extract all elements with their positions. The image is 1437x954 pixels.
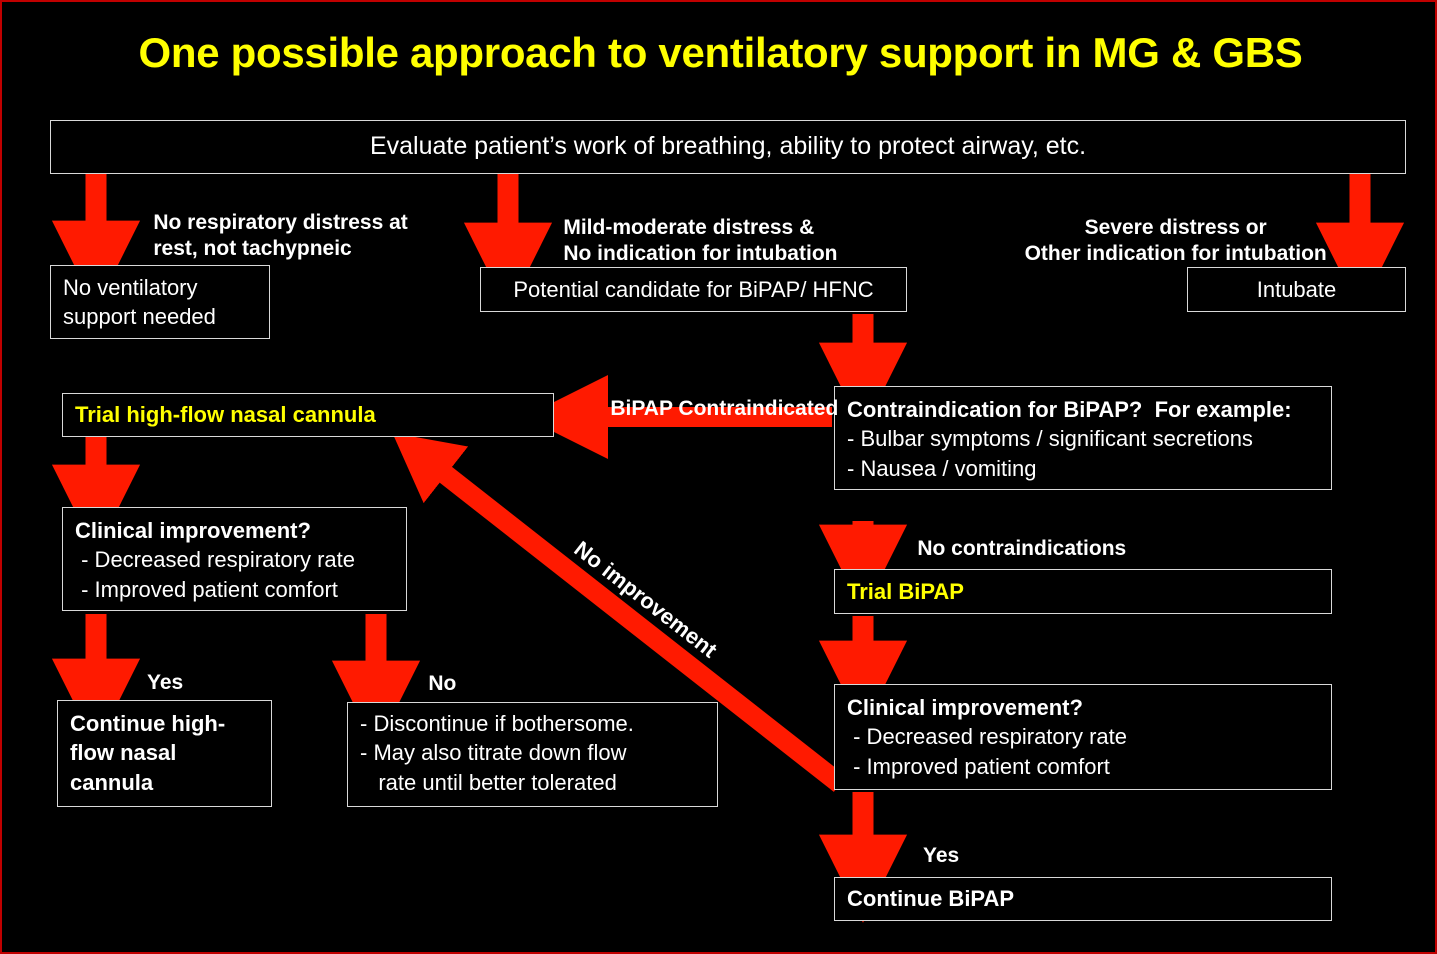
page-title: One possible approach to ventilatory sup…	[138, 29, 1303, 76]
label-no-improvement-text: No improvement	[569, 536, 722, 663]
label-no-left-text: No	[428, 672, 457, 696]
label-no-distress-line1: No respiratory distress at	[153, 211, 408, 235]
box-trial-bipap-text: Trial BiPAP	[847, 578, 964, 604]
box-discontinue[interactable]: - Discontinue if bothersome. - May also …	[347, 702, 718, 807]
label-mild-moderate-line2: No indication for intubation	[563, 242, 838, 266]
box-evaluate[interactable]: Evaluate patient’s work of breathing, ab…	[50, 120, 1406, 174]
box-no-ventilatory-support[interactable]: No ventilatory support needed	[50, 265, 270, 339]
box-potential-candidate[interactable]: Potential candidate for BiPAP/ HFNC	[480, 267, 907, 312]
label-severe-line2: Other indication for intubation	[1024, 242, 1327, 266]
label-yes-left: Yes	[124, 644, 183, 722]
box-intubate-text: Intubate	[1256, 276, 1337, 302]
label-no-respiratory-distress: No respiratory distress at rest, not tac…	[130, 184, 408, 288]
box-continue-hfnc-line1: Continue high-	[70, 711, 226, 736]
box-clinical-right-line2: - Decreased respiratory rate	[847, 724, 1127, 750]
label-yes-right-text: Yes	[922, 844, 960, 868]
label-mild-moderate-distress: Mild-moderate distress & No indication f…	[540, 189, 837, 293]
box-continue-bipap-text: Continue BiPAP	[847, 886, 1015, 912]
box-clinical-improvement-left[interactable]: Clinical improvement? - Decreased respir…	[62, 507, 407, 611]
box-clinical-right-line1: Clinical improvement?	[847, 695, 1083, 720]
label-mild-moderate-line1: Mild-moderate distress &	[563, 216, 815, 240]
box-no-support-line1: No ventilatory	[63, 274, 198, 300]
box-continue-hfnc-line2: flow nasal	[70, 740, 177, 766]
box-clinical-left-line1: Clinical improvement?	[75, 518, 311, 543]
label-bipap-contraindicated: BiPAP Contraindicated	[587, 370, 838, 448]
box-continue-hfnc-line3: cannula	[70, 769, 154, 795]
box-discontinue-line3: rate until better tolerated	[360, 769, 617, 795]
box-contraindication-line3: - Nausea / vomiting	[847, 455, 1037, 481]
label-no-left: No	[405, 645, 456, 723]
box-clinical-left-line3: - Improved patient comfort	[75, 576, 338, 602]
box-contraindication-line1: Contraindication for BiPAP? For example:	[847, 397, 1292, 422]
label-no-distress-line2: rest, not tachypneic	[153, 237, 352, 261]
label-yes-left-text: Yes	[146, 671, 184, 695]
box-clinical-left-line2: - Decreased respiratory rate	[75, 547, 355, 573]
box-trial-hfnc-text: Trial high-flow nasal cannula	[75, 402, 376, 428]
label-severe-line1: Severe distress or	[1084, 216, 1267, 240]
label-no-contraindications: No contraindications	[894, 510, 1126, 588]
box-potential-candidate-text: Potential candidate for BiPAP/ HFNC	[513, 276, 874, 302]
box-no-support-line2: support needed	[63, 304, 216, 329]
box-trial-bipap[interactable]: Trial BiPAP	[834, 569, 1332, 614]
box-intubate[interactable]: Intubate	[1187, 267, 1406, 312]
label-bipap-contraindicated-text: BiPAP Contraindicated	[610, 397, 839, 421]
box-evaluate-text: Evaluate patient’s work of breathing, ab…	[369, 132, 1087, 161]
box-discontinue-line1: - Discontinue if bothersome.	[360, 711, 634, 736]
box-contraindication[interactable]: Contraindication for BiPAP? For example:…	[834, 386, 1332, 490]
label-severe-distress: Severe distress or Other indication for …	[994, 189, 1334, 293]
box-contraindication-line2: - Bulbar symptoms / significant secretio…	[847, 426, 1253, 452]
box-trial-hfnc[interactable]: Trial high-flow nasal cannula	[62, 393, 554, 437]
label-yes-right: Yes	[900, 817, 959, 895]
label-no-contraindications-text: No contraindications	[917, 537, 1127, 561]
box-clinical-right-line3: - Improved patient comfort	[847, 753, 1110, 779]
box-discontinue-line2: - May also titrate down flow	[360, 740, 627, 766]
label-no-improvement: No improvement	[569, 536, 722, 663]
box-continue-hfnc[interactable]: Continue high- flow nasal cannula	[57, 700, 272, 807]
box-clinical-improvement-right[interactable]: Clinical improvement? - Decreased respir…	[834, 684, 1332, 790]
box-continue-bipap[interactable]: Continue BiPAP	[834, 877, 1332, 921]
